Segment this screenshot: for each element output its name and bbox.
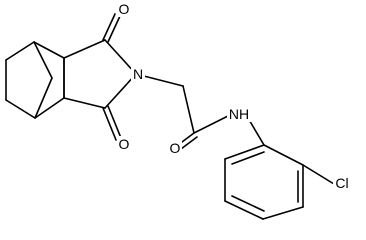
- atom-o-top: O: [119, 1, 130, 17]
- bond-c7-o-top-a: [102, 13, 116, 41]
- molecule-structure-diagram: O O N O NH Cl: [5, 1, 351, 220]
- bond-n-c8: [104, 73, 137, 109]
- bond-ring-1: [263, 144, 304, 166]
- bond-c8-c3: [63, 97, 106, 109]
- bonds-group: [5, 13, 335, 220]
- bond-ch2-c-amide: [182, 85, 195, 134]
- bond-aryl-cl: [302, 164, 335, 185]
- atom-labels-group: O O N O NH Cl: [117, 1, 351, 191]
- bond-c7-n: [104, 39, 137, 75]
- bond-ring-3: [262, 206, 304, 220]
- atom-o-amide: O: [170, 140, 181, 156]
- bond-c3-c4: [34, 97, 65, 119]
- bond-c2-c7: [63, 39, 106, 59]
- bond-camide-o-b: [180, 136, 198, 150]
- atom-o-bottom: O: [119, 136, 130, 152]
- o-top-bg: [117, 1, 131, 17]
- bond-c6-c1: [5, 41, 35, 61]
- nh-amide-bg: [227, 106, 251, 122]
- bond-c8-o-bottom-b: [107, 105, 122, 139]
- bond-c1-c2: [33, 41, 65, 59]
- atom-cl: Cl: [335, 175, 348, 191]
- o-bottom-bg: [117, 136, 131, 152]
- bond-ring-double-3: [231, 151, 265, 165]
- atom-nh-amide: NH: [229, 106, 249, 122]
- bond-nh-aryl: [247, 117, 265, 146]
- bond-c8-o-bottom-a: [102, 107, 117, 141]
- o-amide-bg: [168, 140, 182, 156]
- n-imide-bg: [131, 66, 145, 82]
- bond-c7-o-top-b: [107, 15, 121, 43]
- bond-ring-4: [224, 200, 264, 220]
- bond-bridge-top: [33, 41, 53, 79]
- bond-c4-c5: [5, 99, 36, 119]
- atom-n-imide: N: [133, 66, 143, 82]
- bond-ring-double-2: [231, 195, 265, 212]
- cl-bg: [333, 175, 351, 191]
- bond-ring-6: [224, 144, 265, 160]
- bond-bridge-bottom: [34, 77, 53, 119]
- bond-camide-nh: [193, 114, 231, 134]
